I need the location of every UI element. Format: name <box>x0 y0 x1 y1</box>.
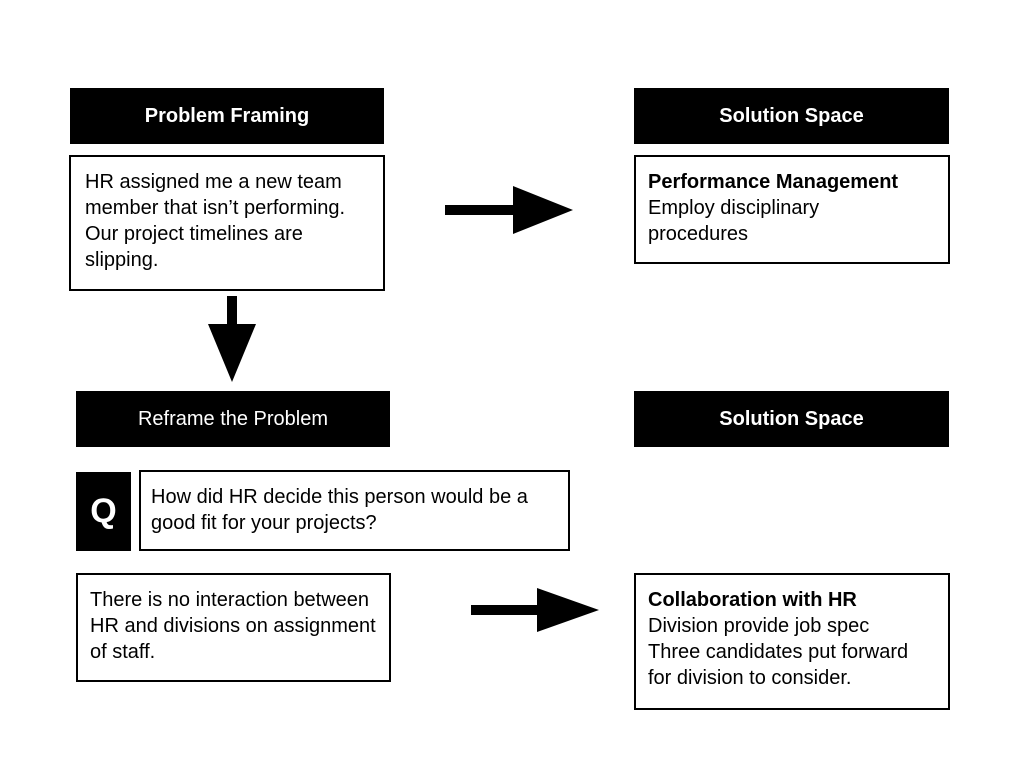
q-badge: Q <box>76 472 131 551</box>
problem-statement-box: HR assigned me a new team member that is… <box>69 155 385 291</box>
solution-space-header-bottom: Solution Space <box>634 391 949 447</box>
solution-space-header-top: Solution Space <box>634 88 949 144</box>
performance-management-box: Performance Management Employ disciplina… <box>634 155 950 264</box>
answer-box: There is no interaction between HR and d… <box>76 573 391 682</box>
collaboration-line-2: Three candidates put forward <box>648 641 909 663</box>
question-text: How did HR decide this person would be a… <box>151 486 528 534</box>
problem-framing-header-label: Problem Framing <box>144 105 310 127</box>
reframe-problem-header: Reframe the Problem <box>76 391 390 447</box>
problem-statement-text: HR assigned me a new team member that is… <box>85 171 346 271</box>
solution-space-header-top-label: Solution Space <box>719 105 864 127</box>
problem-framing-header: Problem Framing <box>70 88 384 144</box>
question-box: How did HR decide this person would be a… <box>139 470 570 551</box>
right-arrow-icon <box>445 186 573 234</box>
answer-text: There is no interaction between HR and d… <box>90 589 376 663</box>
collaboration-line-1: Division provide job spec <box>648 615 870 637</box>
down-arrow-icon <box>208 296 256 382</box>
reframe-problem-header-label: Reframe the Problem <box>137 408 329 430</box>
collaboration-with-hr-title: Collaboration with HR <box>648 589 857 611</box>
collaboration-with-hr-box: Collaboration with HR Division provide j… <box>634 573 950 710</box>
right-arrow-icon <box>471 588 599 632</box>
performance-management-title: Performance Management <box>648 171 899 193</box>
performance-management-line-2: procedures <box>648 223 749 245</box>
q-badge-label: Q <box>90 492 117 530</box>
solution-space-header-bottom-label: Solution Space <box>719 408 864 430</box>
performance-management-line-1: Employ disciplinary <box>648 197 820 219</box>
collaboration-line-3: for division to consider. <box>648 667 852 689</box>
